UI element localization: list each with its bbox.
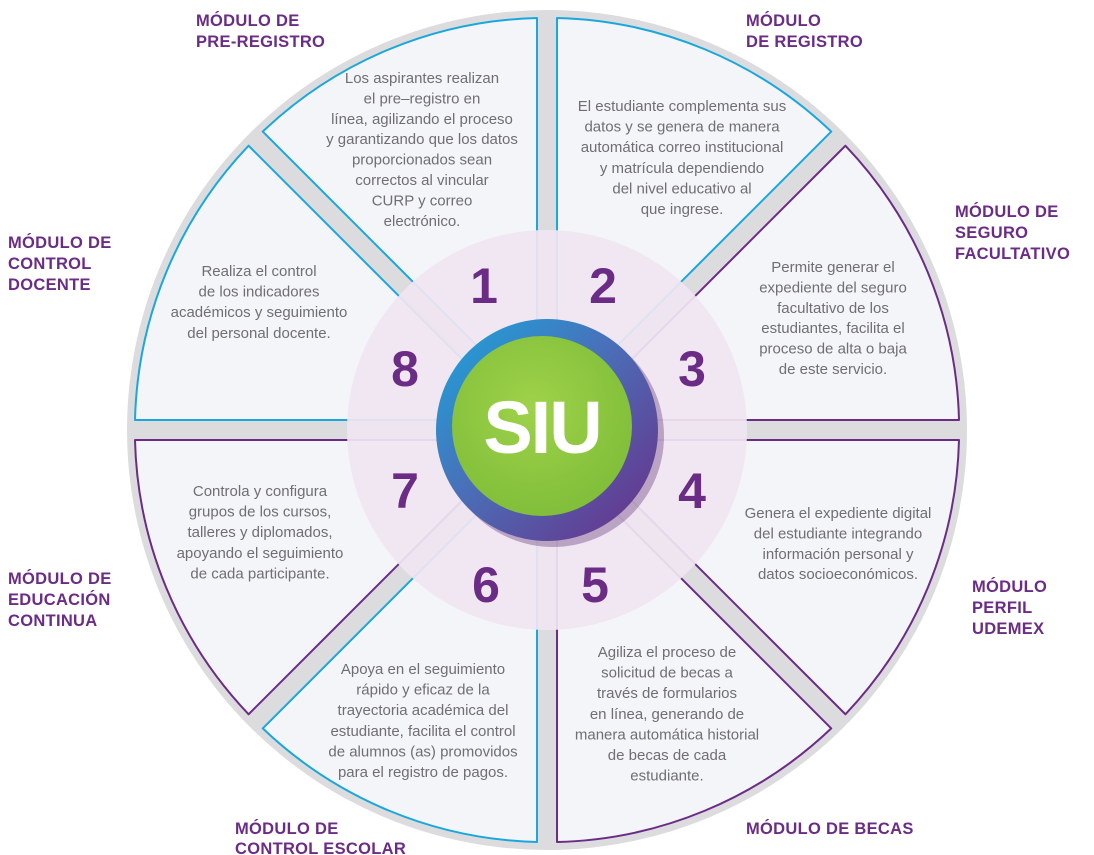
module-description-8: Realiza el control (201, 263, 316, 280)
module-title-8: DOCENTE (8, 276, 91, 294)
module-description-5: de becas de cada (608, 747, 727, 764)
module-number-6: 6 (472, 557, 500, 613)
module-title-7: MÓDULO DE (8, 569, 112, 588)
module-description-3: proceso de alta o baja (759, 341, 907, 358)
module-description-2: y matrícula dependiendo (600, 160, 764, 177)
module-description-5: manera automática historial (575, 726, 759, 743)
module-number-1: 1 (470, 258, 498, 314)
module-description-5: en línea, generando de (590, 706, 744, 723)
module-description-2: automática correo institucional (581, 139, 784, 156)
module-description-6: rápido y eficaz de la (356, 682, 490, 699)
module-description-1: electrónico. (384, 213, 461, 230)
module-description-2: que ingrese. (641, 201, 724, 218)
module-title-7: CONTINUA (8, 612, 97, 630)
module-title-3: MÓDULO DE (955, 202, 1059, 221)
module-description-1: Los aspirantes realizan (345, 70, 499, 87)
module-description-1: y garantizando que los datos (326, 131, 518, 148)
module-description-3: facultativo de los (777, 300, 889, 317)
module-title-8: CONTROL (8, 255, 92, 273)
module-title-4: MÓDULO (972, 577, 1047, 596)
module-numbers: 1 2 3 4 5 67 8 (391, 258, 706, 613)
module-description-1: correctos al vincular (355, 172, 488, 189)
module-description-6: Apoya en el seguimiento (341, 661, 505, 678)
module-description-8: del personal docente. (187, 325, 330, 342)
module-description-5: Agiliza el proceso de (598, 644, 736, 661)
module-description-5: estudiante. (630, 768, 703, 785)
module-title-6: CONTROL ESCOLAR (235, 840, 406, 855)
module-description-2: del nivel educativo al (612, 180, 751, 197)
center-label: SIU (483, 386, 600, 469)
module-title-3: FACULTATIVO (955, 245, 1070, 263)
module-title-2: MÓDULO (746, 11, 821, 30)
module-title-5: MÓDULO DE BECAS (746, 819, 914, 838)
module-number-3: 3 (678, 341, 706, 397)
module-title-1: MÓDULO DE (196, 11, 300, 30)
module-description-8: académicos y seguimiento (171, 304, 348, 321)
module-description-1: el pre–registro en (364, 90, 481, 107)
module-description-6: de alumnos (as) promovidos (328, 743, 517, 760)
module-description-1: CURP y correo (372, 192, 473, 209)
module-number-5: 5 (581, 557, 609, 613)
module-number-7: 7 (391, 463, 419, 519)
module-description-4: del estudiante integrando (754, 525, 922, 542)
module-description-7: grupos de los cursos, (189, 504, 332, 521)
module-description-3: Permite generar el (771, 259, 894, 276)
module-description-8: de los indicadores (199, 284, 320, 301)
module-description-5: solicitud de becas a (601, 665, 733, 682)
module-title-3: SEGURO (955, 224, 1028, 242)
module-description-6: estudiante, facilita el control (330, 723, 515, 740)
module-title-2: DE REGISTRO (746, 33, 863, 51)
module-description-1: línea, agilizando el proceso (331, 111, 513, 128)
module-title-4: PERFIL (972, 599, 1032, 617)
module-title-1: PRE-REGISTRO (196, 33, 325, 51)
module-description-3: estudiantes, facilita el (761, 320, 904, 337)
module-description-3: de este servicio. (779, 361, 887, 378)
module-description-7: de cada participante. (190, 565, 329, 582)
module-description-6: trayectoria académica del (338, 702, 509, 719)
module-description-4: información personal y (763, 546, 914, 563)
module-number-2: 2 (589, 258, 617, 314)
module-description-7: talleres y diplomados, (187, 524, 332, 541)
module-title-7: EDUCACIÓN (8, 590, 111, 609)
module-title-4: UDEMEX (972, 620, 1044, 638)
module-description-1: proporcionados sean (352, 152, 492, 169)
module-description-5: través de formularios (597, 685, 737, 702)
center-badge-core (452, 336, 632, 516)
module-number-8: 8 (391, 341, 419, 397)
module-description-7: apoyando el seguimiento (177, 545, 344, 562)
module-description-7: Controla y configura (193, 483, 328, 500)
module-number-4: 4 (678, 463, 706, 519)
module-description-2: El estudiante complementa sus (578, 98, 786, 115)
module-title-6: MÓDULO DE (235, 819, 339, 838)
module-description-3: expediente del seguro (759, 279, 907, 296)
module-texts: MÓDULO DE PRE-REGISTRO Los aspirantes real… (8, 11, 1070, 855)
module-description-6: para el registro de pagos. (338, 764, 508, 781)
module-title-8: MÓDULO DE (8, 233, 112, 252)
module-description-4: Genera el expediente digital (745, 505, 932, 522)
module-description-2: datos y se genera de manera (584, 119, 780, 136)
module-description-4: datos socioeconómicos. (758, 566, 918, 583)
